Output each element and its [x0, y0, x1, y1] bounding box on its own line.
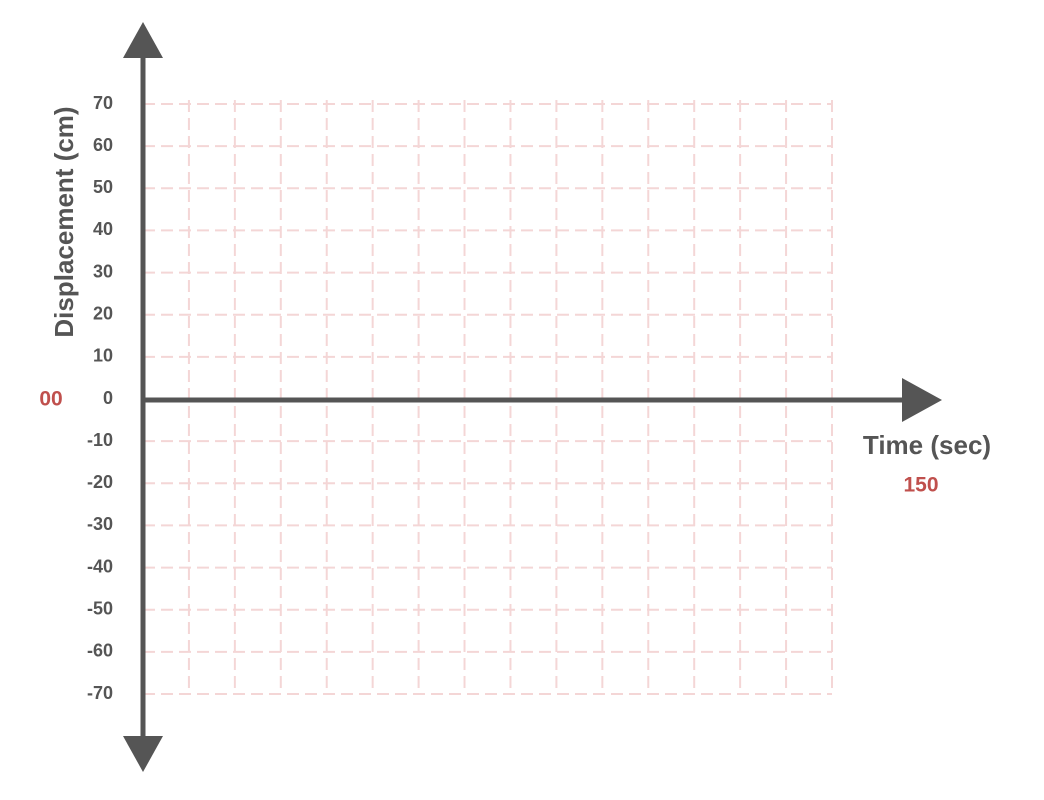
- y-tick-label: 20: [93, 303, 113, 323]
- y-tick-label: 10: [93, 346, 113, 366]
- grid: [143, 100, 833, 695]
- y-axis-title: Displacement (cm): [49, 106, 79, 337]
- y-tick-label: -60: [87, 641, 113, 661]
- y-tick-label: 30: [93, 261, 113, 281]
- y-tick-label: -20: [87, 472, 113, 492]
- origin-label: 00: [39, 388, 62, 411]
- y-axis-arrow-down-icon: [123, 736, 163, 772]
- x-axis-arrow-right-icon: [902, 378, 942, 422]
- y-tick-label: 50: [93, 177, 113, 197]
- y-tick-label: -30: [87, 514, 113, 534]
- y-tick-labels: 70 60 50 40 30 20 10 0 -10 -20 -30 -40 -50 -60 -70: [87, 93, 113, 703]
- y-tick-label: 70: [93, 93, 113, 113]
- y-tick-label: -50: [87, 598, 113, 618]
- y-tick-label: 60: [93, 135, 113, 155]
- y-tick-label: -40: [87, 556, 113, 576]
- y-tick-label: 40: [93, 219, 113, 239]
- x-axis-title: Time (sec): [863, 430, 991, 460]
- y-axis-arrow-up-icon: [123, 22, 163, 58]
- y-tick-label: -70: [87, 683, 113, 703]
- x-max-label: 150: [903, 474, 938, 497]
- y-tick-label: -10: [87, 430, 113, 450]
- y-tick-label: 0: [103, 388, 113, 408]
